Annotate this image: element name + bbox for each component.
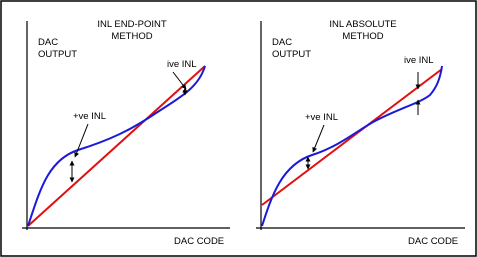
y-axis-label-line2: OUTPUT — [272, 49, 311, 60]
panel-title-line1: INL END-POINT — [97, 19, 167, 30]
positive-inl-label: +ve INL — [305, 112, 338, 123]
panel-endpoint-method: INL END-POINT METHOD DAC OUTPUT DAC CODE… — [22, 19, 230, 247]
y-axis-label-line1: DAC — [272, 37, 292, 48]
dac-transfer-curve — [27, 65, 206, 227]
positive-inl-label: +ve INL — [73, 111, 106, 122]
endpoint-reference-line — [27, 65, 206, 227]
x-axis-label: DAC CODE — [174, 236, 224, 247]
positive-inl-pointer-arrow — [312, 124, 325, 153]
best-fit-reference-line — [261, 68, 443, 206]
negative-inl-pointer-arrow — [172, 71, 187, 90]
y-axis-label-line2: OUTPUT — [38, 49, 77, 60]
panel-title-line1: INL ABSOLUTE — [329, 19, 396, 30]
dac-transfer-curve — [261, 65, 443, 227]
positive-inl-pointer-arrow — [74, 123, 89, 158]
panel-absolute-method: INL ABSOLUTE METHOD DAC OUTPUT DAC CODE … — [256, 19, 465, 247]
panel-title-line2: METHOD — [342, 31, 383, 42]
x-axis-label: DAC CODE — [408, 236, 458, 247]
y-axis-label-line1: DAC — [38, 37, 58, 48]
negative-inl-label: ive INL — [404, 55, 434, 66]
panel-title-line2: METHOD — [111, 31, 152, 42]
negative-inl-label: ive INL — [167, 59, 197, 70]
